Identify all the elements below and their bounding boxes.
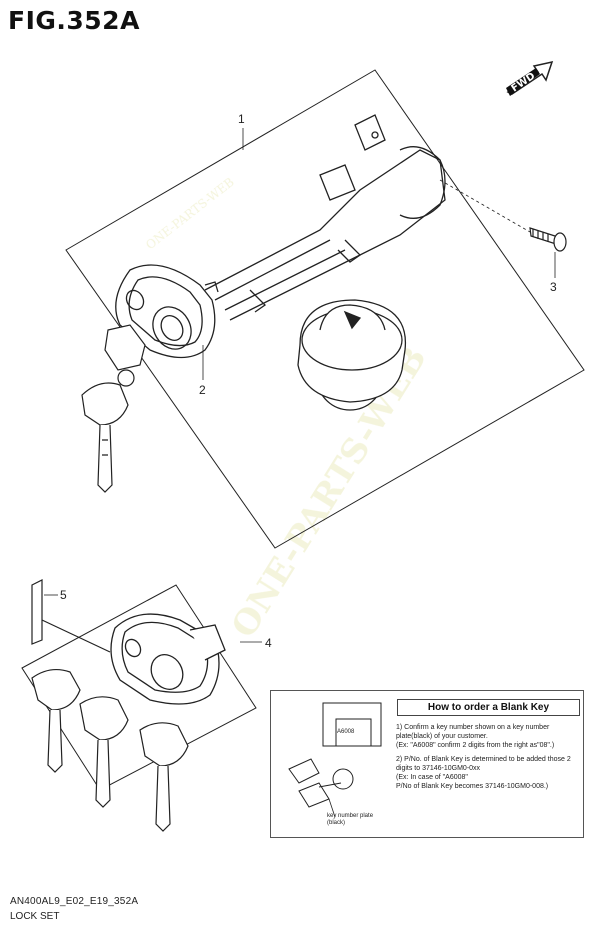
fwd-label: FWD [510,71,538,95]
part-group-name: LOCK SET [10,911,60,922]
key-number-plate-caption: key number plate (black) [327,813,373,827]
callout-5: 5 [60,588,67,602]
lock-cover [297,299,407,411]
plate-caption-line2: (black) [327,820,346,826]
fwd-arrow-icon: FWD [506,60,554,96]
key-set-lower [31,668,189,832]
callout-2: 2 [199,383,206,397]
key-set-upper [81,324,146,493]
assembly-frame-4 [21,584,257,791]
note-2-result: P/No of Blank Key becomes 37146-10GM0-00… [396,783,549,790]
callout-4: 4 [265,636,272,650]
note-1: 1) Confirm a key number shown on a key n… [396,724,550,740]
note-1-example: (Ex: "A6008" confirm 2 digits from the r… [396,742,555,749]
plate-caption-line1: key number plate [327,813,374,819]
blank-key-header: How to order a Blank Key [397,699,580,716]
note-2: 2) P/No. of Blank Key is determined to b… [396,756,571,772]
leader-lines-upper [202,128,556,380]
watermark: ONE-PARTS-WEB ONE-PARTS-WEB [143,175,435,645]
callout-3: 3 [550,280,557,294]
svg-text:ONE-PARTS-WEB: ONE-PARTS-WEB [143,175,237,253]
note-2-example: (Ex: In case of "A6008" [396,774,468,781]
key-plate-illustration [288,702,382,818]
callout-1: 1 [238,112,245,126]
blank-key-info-box: A6008 key number plate (black) How to or… [270,690,584,838]
blank-key-5 [31,579,111,653]
bolt-3 [529,227,567,252]
ignition-lock-body [115,114,446,359]
figure-title: FIG.352A [8,6,140,35]
lock-body-lower [110,613,226,705]
key-number-plate-text: A6008 [337,729,355,735]
model-code: AN400AL9_E02_E19_352A [10,896,139,907]
assembly-frame-1 [65,69,585,549]
